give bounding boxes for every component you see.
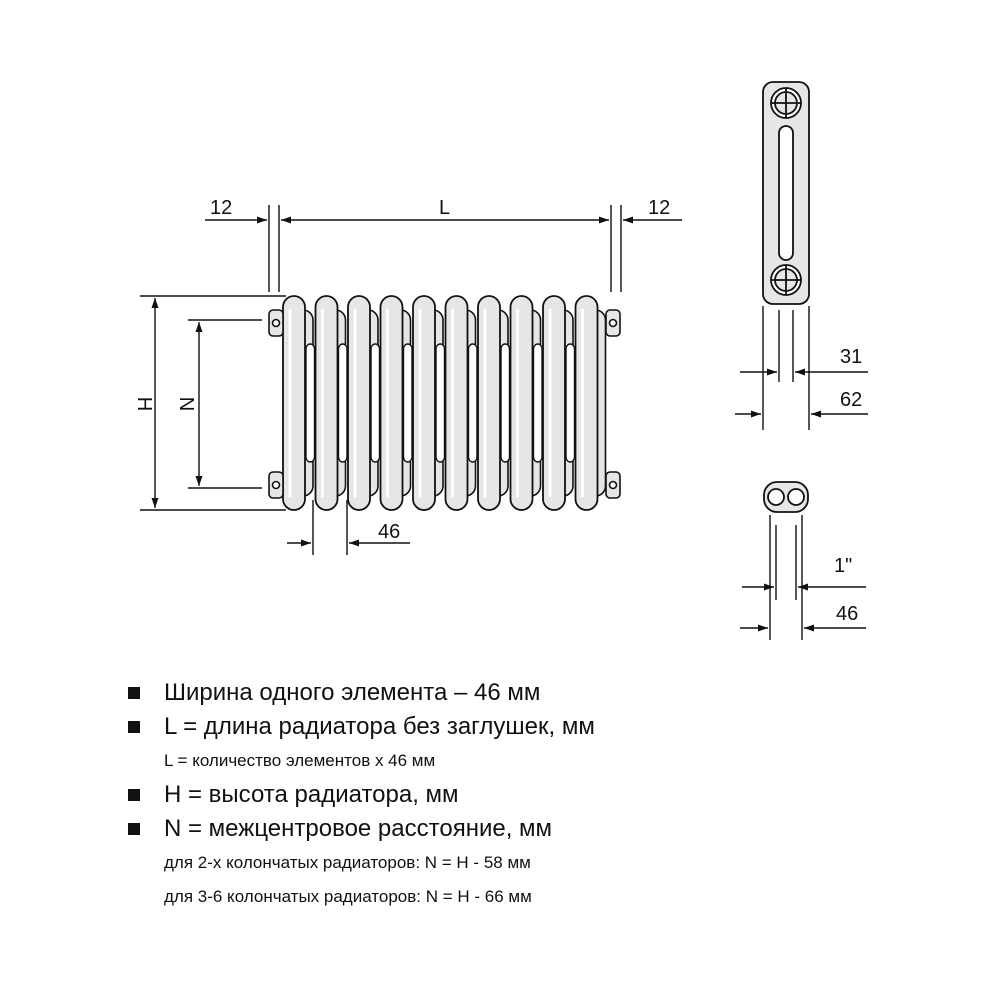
bullet-icon bbox=[128, 823, 140, 835]
front-column bbox=[444, 295, 469, 511]
front-column bbox=[347, 295, 371, 511]
side-depth-inner-label: 31 bbox=[840, 346, 862, 368]
left-plugs bbox=[268, 309, 284, 499]
legend-item-center-distance: N = межцентровое расстояние, мм bbox=[128, 812, 828, 846]
side-depth-outer-label: 62 bbox=[840, 389, 862, 411]
bullet-icon bbox=[128, 789, 140, 801]
length-label: L bbox=[439, 197, 450, 219]
column-gap bbox=[565, 343, 576, 463]
legend: Ширина одного элемента – 46 мм L = длина… bbox=[128, 676, 828, 914]
height-label: H bbox=[133, 397, 155, 411]
height-dimension bbox=[140, 295, 286, 511]
column-gap bbox=[500, 343, 511, 463]
front-column bbox=[574, 295, 599, 511]
legend-text: H = высота радиатора, мм bbox=[164, 781, 459, 808]
radiator-front-view: 12 L 12 H N 46 bbox=[133, 197, 682, 555]
legend-text: Ширина одного элемента – 46 мм bbox=[164, 679, 541, 706]
legend-note-length: L = количество элементов х 46 мм bbox=[164, 751, 436, 770]
right-plugs bbox=[605, 309, 621, 499]
column-gap bbox=[305, 343, 316, 463]
front-column bbox=[542, 295, 566, 511]
center-distance-label: N bbox=[175, 397, 197, 411]
legend-text: L = длина радиатора без заглушек, мм bbox=[164, 713, 595, 740]
bottom-port-icon bbox=[770, 264, 802, 296]
radiator-sections bbox=[282, 295, 607, 511]
thread-label: 1" bbox=[834, 555, 852, 577]
legend-item-height: H = высота радиатора, мм bbox=[128, 778, 828, 812]
legend-text: N = межцентровое расстояние, мм bbox=[164, 815, 553, 842]
front-column bbox=[314, 295, 339, 511]
element-width-dimension bbox=[287, 500, 410, 555]
bullet-icon bbox=[128, 721, 140, 733]
radiator-side-view bbox=[735, 81, 868, 430]
front-column bbox=[477, 295, 501, 511]
column-gap bbox=[435, 343, 446, 463]
front-column bbox=[282, 295, 306, 511]
legend-note-multi-column: для 3-6 колончатых радиаторов: N = H - 6… bbox=[164, 887, 532, 906]
column-gap bbox=[402, 343, 413, 463]
legend-note-two-column: для 2-х колончатых радиаторов: N = H - 5… bbox=[164, 853, 531, 872]
length-dimension bbox=[205, 205, 682, 292]
legend-item-length: L = длина радиатора без заглушек, мм bbox=[128, 710, 828, 744]
legend-item-element-width: Ширина одного элемента – 46 мм bbox=[128, 676, 828, 710]
column-gap bbox=[467, 343, 478, 463]
bullet-icon bbox=[128, 687, 140, 699]
top-port-icon bbox=[770, 87, 802, 119]
front-column bbox=[509, 295, 534, 511]
end-left-label: 12 bbox=[210, 197, 232, 219]
element-width-label: 46 bbox=[378, 521, 400, 543]
column-gap bbox=[370, 343, 381, 463]
front-column bbox=[412, 295, 436, 511]
end-right-label: 12 bbox=[648, 197, 670, 219]
radiator-drawing: 12 L 12 H N 46 bbox=[133, 81, 868, 640]
column-gap bbox=[337, 343, 348, 463]
plug-view bbox=[740, 481, 866, 640]
column-gap bbox=[532, 343, 543, 463]
front-column bbox=[379, 295, 404, 511]
plug-width-label: 46 bbox=[836, 603, 858, 625]
